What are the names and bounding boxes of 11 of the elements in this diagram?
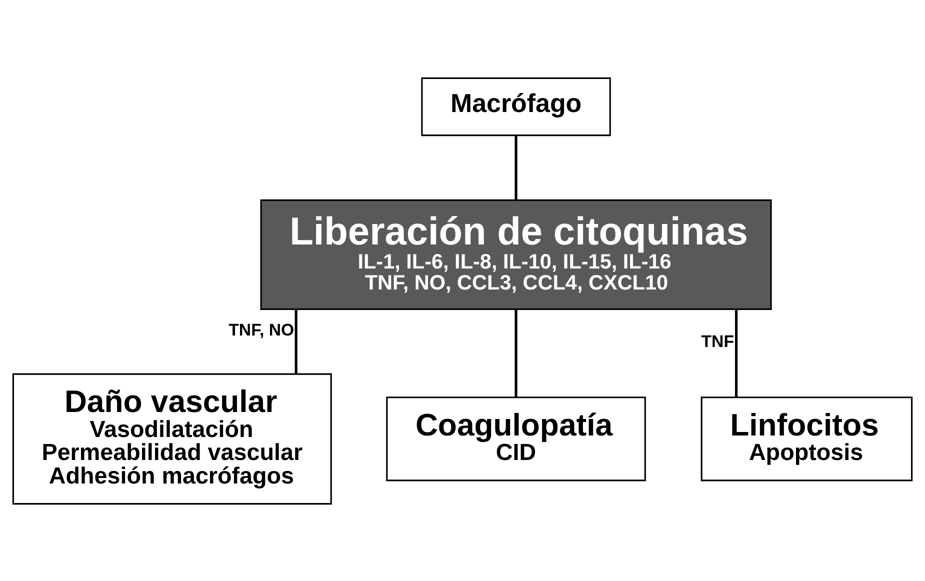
connector: [294, 308, 298, 374]
node-box: Daño vascular Vasodilatación Permeabilidad vascular Adhesión macrófagos: [12, 372, 332, 504]
node-box: Linfocitos Apoptosis: [700, 396, 913, 481]
edge-label: TNF, NO: [228, 320, 294, 340]
node-box: Coagulopatía CID: [386, 396, 646, 481]
edge-label: TNF: [701, 332, 734, 351]
connector: [735, 308, 738, 396]
connector: [514, 308, 518, 396]
connector: [514, 135, 518, 200]
node-box: Liberación de citoquinas IL-1, IL-6, IL-8, IL-10, IL-15, IL-16 TNF, NO, CCL3, CCL4, CXCL10: [260, 198, 772, 310]
node-box: Macrófago: [421, 76, 611, 136]
